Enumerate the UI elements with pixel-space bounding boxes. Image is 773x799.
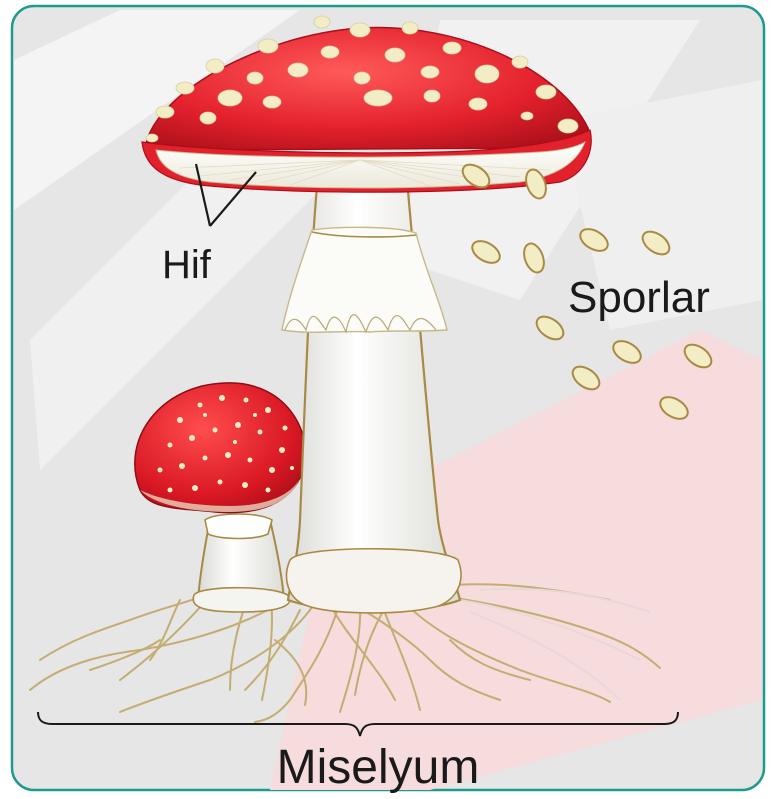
- mycelium-label: Miselyum: [277, 741, 480, 794]
- spores-label: Sporlar: [568, 273, 710, 322]
- hyphae-label: Hif: [162, 243, 212, 287]
